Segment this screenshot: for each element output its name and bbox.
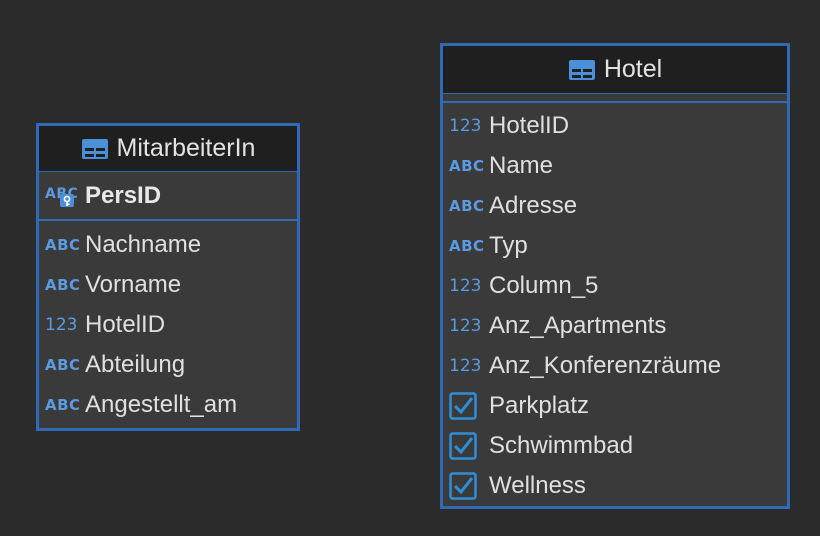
numeric-type-icon: 123	[449, 116, 482, 136]
primary-key-row[interactable]: ABC PersID	[39, 172, 297, 221]
attribute-row[interactable]: 123 Anz_Konferenzräume	[443, 346, 787, 386]
attribute-row[interactable]: ABC Name	[443, 146, 787, 186]
attribute-list: 123 HotelID ABC Name ABC Adresse ABC Typ…	[443, 103, 787, 506]
key-separator	[443, 94, 787, 103]
attribute-name: Nachname	[85, 231, 202, 258]
numeric-type-icon: 123	[449, 316, 482, 336]
abc-type-icon: ABC	[449, 237, 485, 255]
attribute-row[interactable]: ABC Typ	[443, 226, 787, 266]
attribute-name: Vorname	[85, 271, 182, 298]
numeric-type-icon: 123	[45, 315, 78, 335]
attribute-row[interactable]: ABC Adresse	[443, 186, 787, 226]
entity-mitarbeiterin[interactable]: MitarbeiterIn ABC PersID ABC Nachname AB…	[36, 123, 300, 431]
attribute-name: Name	[489, 152, 554, 179]
entity-title: Hotel	[603, 55, 663, 83]
table-icon	[568, 59, 596, 81]
attribute-row[interactable]: 123 HotelID	[443, 106, 787, 146]
attribute-name: Adresse	[489, 192, 578, 219]
attribute-row[interactable]: ABC Angestellt_am	[39, 385, 297, 425]
entity-header[interactable]: Hotel	[443, 46, 787, 94]
entity-title: MitarbeiterIn	[116, 134, 256, 162]
attribute-row[interactable]: Parkplatz	[443, 386, 787, 426]
attribute-row[interactable]: Schwimmbad	[443, 426, 787, 466]
numeric-type-icon: 123	[449, 276, 482, 296]
attribute-name: Angestellt_am	[85, 391, 238, 418]
abc-type-icon: ABC	[449, 157, 485, 175]
primary-key-name: PersID	[85, 181, 162, 209]
attribute-row[interactable]: 123 Column_5	[443, 266, 787, 306]
checkbox-type-icon	[449, 392, 485, 420]
attribute-name: Abteilung	[85, 351, 186, 378]
abc-type-icon: ABC	[45, 396, 81, 414]
attribute-name: HotelID	[489, 112, 570, 139]
attribute-row[interactable]: ABC Vorname	[39, 265, 297, 305]
attribute-list: ABC Nachname ABC Vorname 123 HotelID ABC…	[39, 221, 297, 425]
entity-header[interactable]: MitarbeiterIn	[39, 126, 297, 172]
attribute-name: Typ	[489, 232, 528, 259]
attribute-name: Parkplatz	[489, 392, 590, 419]
attribute-name: Column_5	[489, 272, 599, 299]
abc-type-icon: ABC	[449, 197, 485, 215]
attribute-name: Schwimmbad	[489, 432, 634, 459]
abc-key-icon: ABC	[45, 184, 81, 208]
abc-type-icon: ABC	[45, 276, 81, 294]
attribute-name: HotelID	[85, 311, 166, 338]
attribute-row[interactable]: Wellness	[443, 466, 787, 506]
table-icon	[81, 138, 109, 160]
entity-hotel[interactable]: Hotel 123 HotelID ABC Name ABC Adresse A…	[440, 43, 790, 509]
numeric-type-icon: 123	[449, 356, 482, 376]
attribute-row[interactable]: 123 Anz_Apartments	[443, 306, 787, 346]
attribute-row[interactable]: 123 HotelID	[39, 305, 297, 345]
attribute-name: Wellness	[489, 472, 586, 499]
abc-type-icon: ABC	[45, 236, 81, 254]
attribute-name: Anz_Apartments	[489, 312, 667, 339]
attribute-name: Anz_Konferenzräume	[489, 352, 722, 379]
abc-type-icon: ABC	[45, 356, 81, 374]
attribute-row[interactable]: ABC Nachname	[39, 225, 297, 265]
checkbox-type-icon	[449, 472, 485, 500]
attribute-row[interactable]: ABC Abteilung	[39, 345, 297, 385]
checkbox-type-icon	[449, 432, 485, 460]
